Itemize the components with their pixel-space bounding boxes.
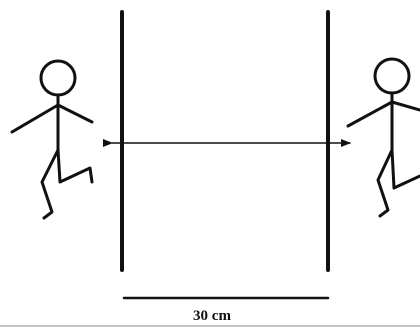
right-stick-figure: [348, 59, 420, 216]
right-figure-back-leg: [378, 150, 392, 216]
left-figure-head: [41, 61, 75, 95]
right-figure-left-arm: [348, 102, 392, 126]
left-figure-back-leg: [42, 150, 58, 218]
left-figure-left-arm: [12, 105, 58, 132]
right-figure-right-arm: [392, 102, 420, 110]
left-figure-raised-leg: [58, 150, 92, 182]
scale-label: 30 cm: [193, 308, 231, 324]
left-figure-right-arm: [58, 105, 92, 122]
right-figure-head: [375, 59, 409, 93]
left-stick-figure: [12, 61, 92, 218]
right-figure-raised-leg: [392, 150, 420, 188]
